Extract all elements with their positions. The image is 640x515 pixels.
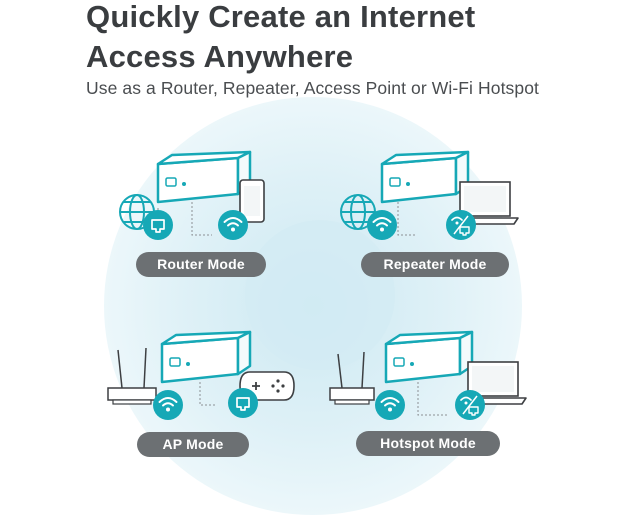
router-mode-scene [110,150,280,250]
router-icon [107,347,157,405]
connection-lines [417,382,448,416]
mini-router-icon [384,330,474,384]
background-glow-center [245,220,395,370]
wifi-icon [218,210,248,240]
mini-router-icon [160,330,252,384]
repeater-mode-scene [338,150,520,250]
phone-icon [239,179,265,223]
hotspot-mode-scene [328,330,528,430]
repeater-mode-label: Repeater Mode [361,252,509,277]
wifi-ethernet-icon [455,390,485,420]
page-title: Quickly Create an Internet Access Anywhe… [86,0,475,77]
subtitle: Use as a Router, Repeater, Access Point … [86,78,540,98]
router-mode-label: Router Mode [136,252,266,277]
ap-mode-label: AP Mode [137,432,249,457]
mini-router-icon [380,150,470,204]
laptop-icon [451,181,519,225]
ethernet-icon [143,210,173,240]
title-line-2: Access Anywhere [86,39,354,74]
ap-mode-scene [106,330,296,430]
hotspot-mode-label: Hotspot Mode [356,431,500,456]
router-icon [329,351,375,405]
wifi-icon [367,210,397,240]
wifi-ethernet-icon [446,210,476,240]
ethernet-icon [228,388,258,418]
connection-lines [397,202,416,236]
wifi-icon [375,390,405,420]
title-line-1: Quickly Create an Internet [86,0,476,34]
wifi-icon [153,390,183,420]
mini-router-icon [156,150,252,204]
